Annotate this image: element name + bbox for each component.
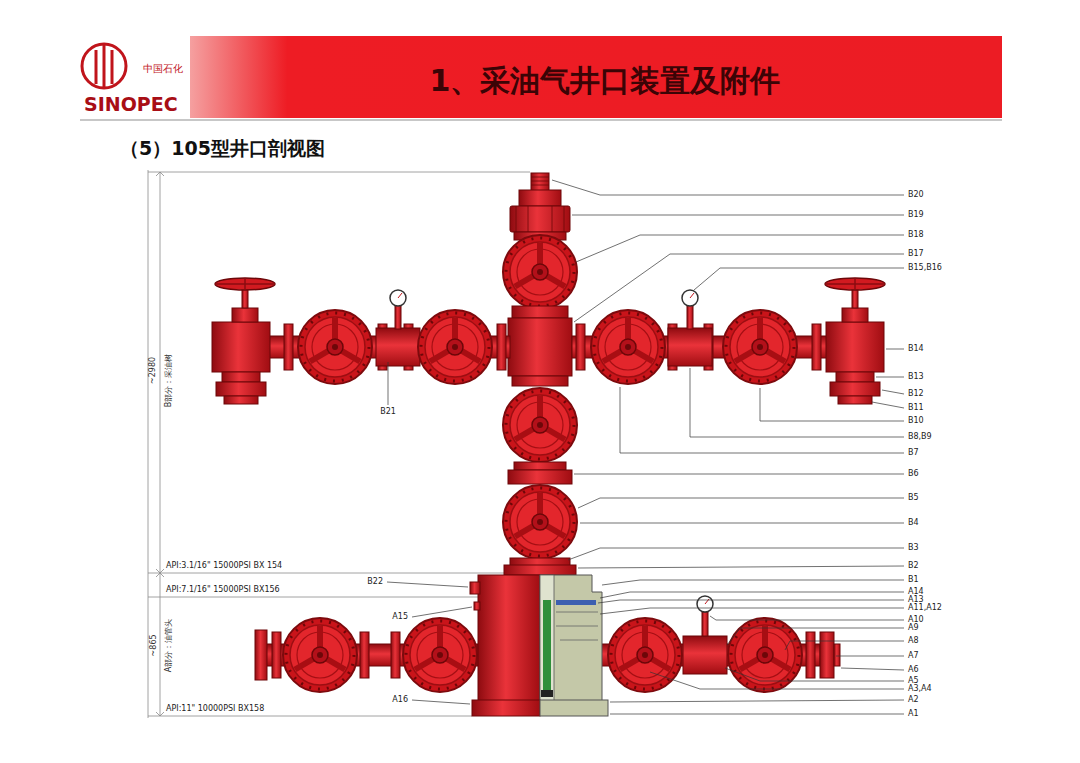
leader-line xyxy=(388,362,389,405)
callout-number: A16 xyxy=(392,696,408,705)
callout-number: B12 xyxy=(908,390,924,399)
flange-spec: API:7.1/16" 15000PSI BX156 xyxy=(166,586,280,595)
leader-line xyxy=(552,180,904,195)
callout-number: B19 xyxy=(908,211,924,220)
leader-line xyxy=(572,215,904,216)
callout-number: B22 xyxy=(367,578,383,587)
callout-number: B14 xyxy=(908,345,924,354)
leader-line xyxy=(578,566,904,568)
callout-number: B7 xyxy=(908,449,919,458)
leader-line xyxy=(610,714,904,715)
leader-line xyxy=(574,254,904,322)
callout-number: B1 xyxy=(908,576,919,585)
callout-number: B4 xyxy=(908,519,919,528)
callout-number: B11 xyxy=(908,404,924,413)
leader-line xyxy=(760,388,904,421)
leader-line xyxy=(412,607,472,617)
callout-number: B10 xyxy=(908,417,924,426)
callout-number: A9 xyxy=(908,624,919,633)
leader-line xyxy=(610,700,904,702)
leader-line xyxy=(574,474,904,475)
leader-line xyxy=(568,548,904,560)
dimension: ~865 xyxy=(150,632,159,658)
leader-line xyxy=(578,498,904,508)
section-heading: （5）105型井口剖视图 xyxy=(120,138,325,159)
leader-line xyxy=(886,349,904,350)
leader-line xyxy=(872,402,904,408)
leader-line xyxy=(725,668,904,681)
callout-number: A2 xyxy=(908,696,919,705)
leader-line xyxy=(412,700,470,704)
callout-number: B6 xyxy=(908,470,919,479)
leader-line xyxy=(836,656,904,657)
leader-line xyxy=(600,608,904,614)
part-group-name: B部分：采油树 xyxy=(166,351,175,409)
leader-line xyxy=(876,377,904,378)
flange-spec: API:3.1/16" 15000PSI BX 154 xyxy=(166,562,282,571)
leader-line xyxy=(694,268,904,290)
callout-number: A7 xyxy=(908,652,919,661)
callout-number: B8,B9 xyxy=(908,433,932,442)
logo-text: 中国石化 xyxy=(143,63,183,74)
leader-line xyxy=(882,390,904,394)
callout-number: B15,B16 xyxy=(908,264,942,273)
callout-number: A15 xyxy=(392,613,408,622)
callout-number: A8 xyxy=(908,637,919,646)
leader-line xyxy=(710,616,904,620)
callout-number: A11,A12 xyxy=(908,604,942,613)
callout-number: B18 xyxy=(908,231,924,240)
callout-number: B2 xyxy=(908,562,919,571)
leader-line xyxy=(690,368,904,437)
callout-number: A3,A4 xyxy=(908,685,932,694)
callout-number: B5 xyxy=(908,494,919,503)
flange-spec: API:11" 10000PSI BX158 xyxy=(166,705,264,714)
callout-number: B3 xyxy=(908,544,919,553)
callout-number: B21 xyxy=(380,408,396,417)
leader-line xyxy=(650,672,904,689)
callout-number: A6 xyxy=(908,666,919,675)
leader-line xyxy=(387,582,468,587)
leader-line xyxy=(602,580,904,585)
part-group-name: A部分：油管头 xyxy=(166,616,175,673)
slide-title: 1、采油气井口装置及附件 xyxy=(430,64,781,97)
callout-number: A1 xyxy=(908,710,919,719)
logo-text: SINOPEC xyxy=(84,94,178,115)
leader-line xyxy=(841,668,904,670)
leader-line xyxy=(620,387,904,453)
leader-line xyxy=(576,235,904,262)
callout-number: B13 xyxy=(908,373,924,382)
leader-line xyxy=(727,628,904,645)
leader-line xyxy=(785,641,904,650)
leader-line xyxy=(580,523,904,524)
callout-number: B20 xyxy=(908,191,924,200)
leader-line xyxy=(598,600,904,603)
dimension: ~2980 xyxy=(150,354,159,385)
callout-number: B17 xyxy=(908,250,924,259)
leader-line xyxy=(600,592,904,598)
